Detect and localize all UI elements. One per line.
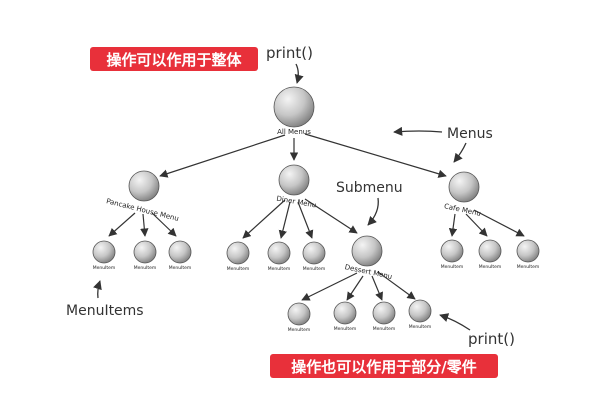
label-all-menus: All Menus <box>277 128 311 136</box>
tree-edges <box>108 133 525 301</box>
label-diner-menu: Diner Menu <box>276 195 317 210</box>
banner-whole <box>90 47 258 71</box>
edge-root-pancake <box>159 134 286 178</box>
label-menu-item: MenuItem <box>288 327 311 333</box>
node-menu-item <box>440 239 464 263</box>
label-menu-item: MenuItem <box>93 265 116 271</box>
node-menu-item <box>408 299 432 323</box>
label-menu-item: MenuItem <box>227 266 250 272</box>
print-bottom-arrow <box>439 313 471 331</box>
node-menu-item <box>478 239 502 263</box>
edge-cafe-item1 <box>448 213 458 237</box>
print-top-arrow <box>294 63 304 84</box>
node-pancake-house-menu <box>128 170 160 202</box>
node-labels: All Menus Pancake House Menu Diner Menu … <box>93 128 540 333</box>
node-menu-item <box>133 240 157 264</box>
edge-diner-item1 <box>242 199 286 239</box>
edge-dessert-item1 <box>301 272 358 301</box>
edge-pancake-item2 <box>140 213 149 237</box>
edge-diner-item2 <box>278 201 291 239</box>
label-menu-item: MenuItem <box>334 326 357 332</box>
label-menu-item: MenuItem <box>303 266 326 272</box>
node-diner-menu <box>278 164 310 196</box>
edge-diner-item3 <box>297 201 314 239</box>
print-top-label: print() <box>266 44 313 62</box>
menuitems-arrow <box>93 280 102 299</box>
node-all-menus <box>273 86 315 128</box>
node-menu-item <box>333 301 357 325</box>
edge-pancake-item3 <box>151 212 177 237</box>
print-bottom-label: print() <box>468 330 515 348</box>
submenu-label: Submenu <box>336 180 403 196</box>
banner-whole-text: 操作可以作用于整体 <box>106 51 242 69</box>
label-menu-item: MenuItem <box>169 265 192 271</box>
edge-diner-dessert <box>304 198 358 234</box>
node-menu-item <box>372 301 396 325</box>
node-menu-item <box>226 241 250 265</box>
label-cafe-menu: Cafe Menu <box>443 202 481 218</box>
node-menu-item <box>516 239 540 263</box>
label-menu-item: MenuItem <box>441 264 464 270</box>
label-menu-item: MenuItem <box>479 264 502 270</box>
node-menu-item <box>267 241 291 265</box>
label-menu-item: MenuItem <box>373 326 396 332</box>
node-menu-item <box>287 302 311 326</box>
banner-part <box>270 354 498 378</box>
edge-dessert-item2 <box>346 275 364 301</box>
menus-arrow-left <box>393 126 443 136</box>
edge-dessert-item3 <box>371 275 383 301</box>
submenu-arrow <box>367 197 379 226</box>
label-menu-item: MenuItem <box>409 324 432 330</box>
banner-part-text: 操作也可以作用于部分/零件 <box>291 358 476 376</box>
edge-cafe-item3 <box>473 209 525 237</box>
node-menu-item <box>92 240 116 264</box>
node-dessert-menu <box>351 235 383 267</box>
menus-arrow-down <box>453 142 467 163</box>
label-menu-item: MenuItem <box>268 266 291 272</box>
node-cafe-menu <box>448 171 480 203</box>
label-menu-item: MenuItem <box>517 264 540 270</box>
label-menu-item: MenuItem <box>134 265 157 271</box>
node-menu-item <box>302 241 326 265</box>
edge-pancake-item1 <box>108 212 136 237</box>
menuitems-label: MenuItems <box>66 303 144 319</box>
edge-dessert-item4 <box>377 271 416 300</box>
annotations: 操作可以作用于整体 print() Menus Submenu MenuItem… <box>66 44 515 378</box>
node-menu-item <box>168 240 192 264</box>
edge-root-cafe <box>304 133 447 178</box>
tree-nodes <box>92 86 540 326</box>
edge-cafe-item2 <box>465 213 488 237</box>
menus-label: Menus <box>447 126 493 142</box>
